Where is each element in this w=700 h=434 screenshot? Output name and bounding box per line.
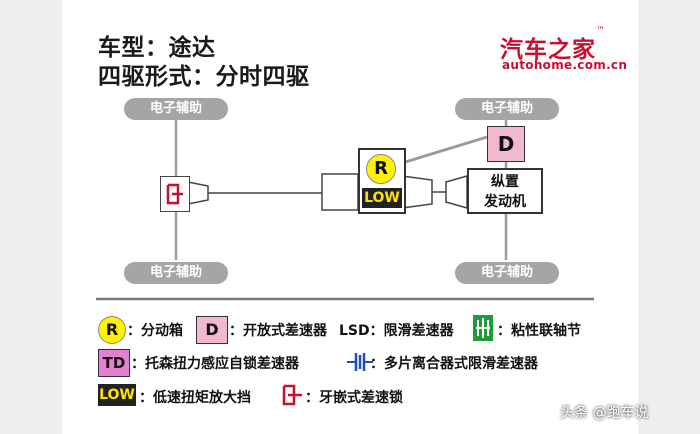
engine-line1: 纵置 bbox=[491, 174, 519, 190]
transfer-front-output bbox=[321, 173, 359, 211]
engine-line2: 发动机 bbox=[484, 194, 526, 210]
rear-driveshaft bbox=[401, 135, 488, 165]
legend-viscous-icon bbox=[472, 314, 494, 342]
vehicle-model-title: 车型：途达 bbox=[98, 35, 216, 61]
right-side-band bbox=[638, 0, 700, 434]
legend-td-symbol: TD bbox=[98, 349, 130, 377]
legend-multiplate-text: ：多片离合器式限滑差速器 bbox=[370, 356, 538, 372]
transfer-r-symbol: R bbox=[366, 154, 396, 184]
legend-d-symbol: D bbox=[196, 316, 228, 344]
tire-front-right: 电子辅助 bbox=[455, 98, 559, 120]
left-side-band bbox=[0, 0, 62, 434]
legend-viscous-text: ：粘性联轴节 bbox=[497, 323, 581, 339]
front-diff-housing bbox=[187, 181, 209, 205]
rear-open-diff: D bbox=[487, 126, 525, 162]
drive-type-title: 四驱形式：分时四驱 bbox=[98, 64, 310, 90]
engine-box: 纵置 发动机 bbox=[467, 168, 543, 214]
transfer-low-symbol: LOW bbox=[362, 188, 402, 208]
legend-r-text: ：分动箱 bbox=[127, 323, 183, 339]
legend-lsd-text: LSD：限滑差速器 bbox=[339, 323, 454, 339]
tire-rear-left: 电子辅助 bbox=[124, 262, 228, 284]
autohome-url: autohome.com.cn bbox=[502, 58, 628, 72]
tire-front-left: 电子辅助 bbox=[124, 98, 228, 120]
legend-low-symbol: LOW bbox=[98, 384, 136, 406]
watermark: 头条 @跑车说 bbox=[560, 405, 649, 421]
legend-locker-icon bbox=[278, 381, 306, 409]
logo-trademark: ™ bbox=[596, 26, 605, 36]
tire-rear-right: 电子辅助 bbox=[455, 262, 559, 284]
transfer-rear-taper bbox=[401, 175, 433, 209]
legend-low-text: ：低速扭矩放大挡 bbox=[139, 390, 251, 406]
legend-locker-text: ：牙嵌式差速锁 bbox=[305, 390, 403, 406]
legend-d-text: ：开放式差速器 bbox=[229, 323, 327, 339]
transfer-case: R LOW bbox=[358, 148, 406, 214]
legend-multiplate-icon bbox=[345, 349, 375, 375]
front-locking-diff bbox=[160, 176, 190, 212]
legend-r-symbol: R bbox=[98, 316, 126, 344]
legend-td-text: ：托森扭力感应自锁差速器 bbox=[131, 356, 299, 372]
autohome-logo: 汽车之家 bbox=[500, 37, 596, 63]
engine-taper bbox=[445, 175, 468, 209]
locker-icon bbox=[166, 183, 183, 205]
